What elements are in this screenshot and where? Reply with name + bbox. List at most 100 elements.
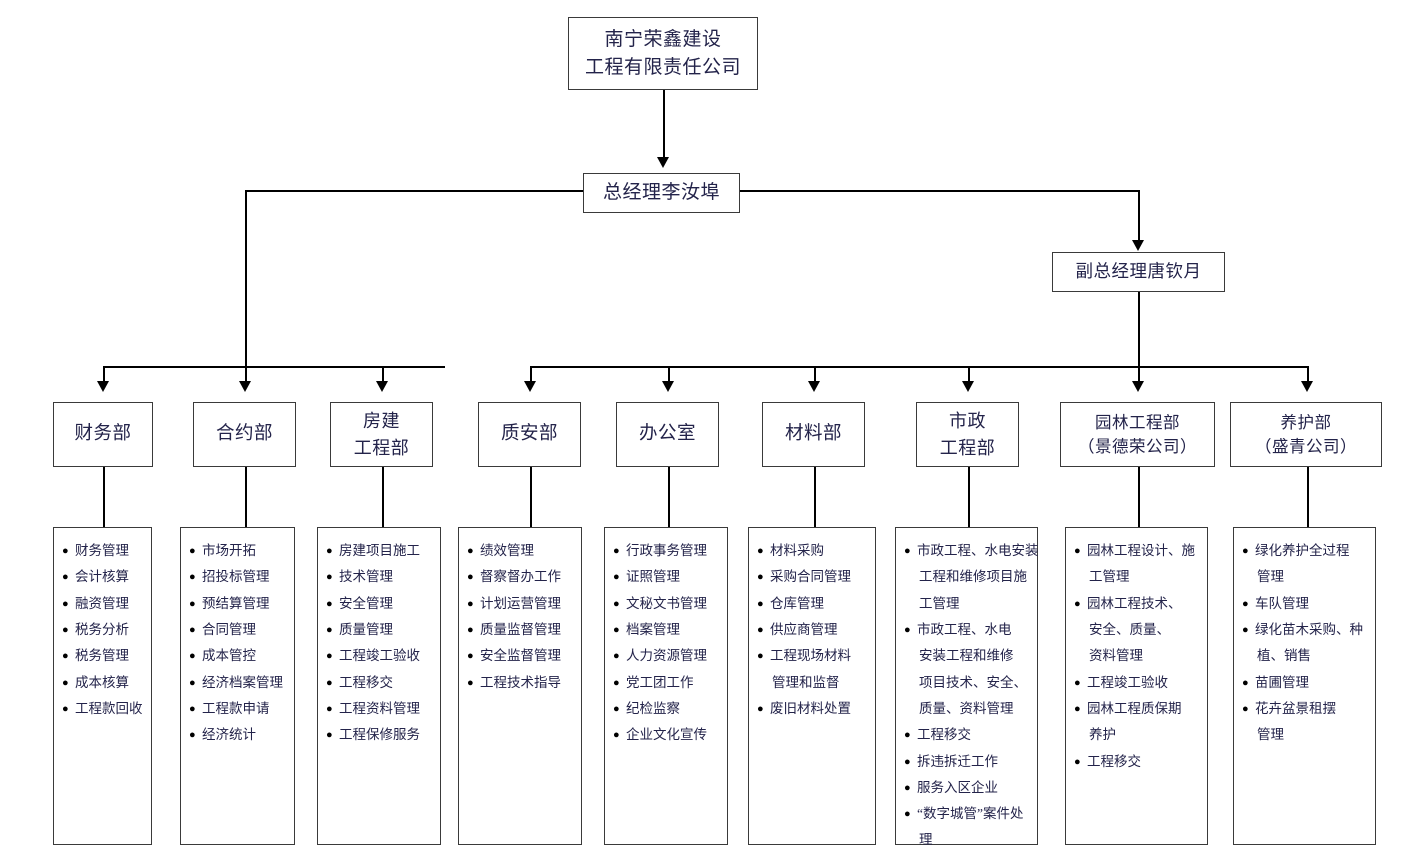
duty-item: 企业文化宣传 bbox=[613, 722, 721, 749]
duty-box-maintenance[interactable]: 绿化养护全过程管理车队管理绿化苗木采购、种植、销售苗圃管理花卉盆景租摆管理 bbox=[1233, 527, 1376, 845]
duty-box-quality-safety[interactable]: 绩效管理督察督办工作计划运营管理质量监督管理安全监督管理工程技术指导 bbox=[458, 527, 582, 845]
duty-line: 证照管理 bbox=[626, 569, 680, 585]
duty-line: 质量监督管理 bbox=[480, 621, 561, 637]
duty-item: 计划运营管理 bbox=[467, 591, 575, 618]
duty-item: 苗圃管理 bbox=[1242, 670, 1369, 697]
duty-box-landscape-engineering[interactable]: 园林工程设计、施工管理园林工程技术、安全、质量、资料管理工程竣工验收园林工程质保… bbox=[1065, 527, 1208, 845]
duty-line: 工程移交 bbox=[917, 727, 971, 743]
duty-line: 管理和监督 bbox=[772, 674, 840, 690]
duty-box-municipal-engineering[interactable]: 市政工程、水电安装工程和维修项目施工管理市政工程、水电安装工程和维修项目技术、安… bbox=[895, 527, 1039, 847]
duty-line: 园林工程质保期 bbox=[1087, 700, 1182, 716]
company-root-box[interactable]: 南宁荣鑫建设 工程有限责任公司 bbox=[568, 17, 758, 90]
dept-box-maintenance[interactable]: 养护部 （盛青公司） bbox=[1230, 402, 1382, 467]
duty-line: 税务管理 bbox=[75, 648, 129, 664]
duty-item: 经济统计 bbox=[189, 722, 288, 749]
arrow-root-to-gm bbox=[657, 157, 669, 168]
duty-line: 养护 bbox=[1089, 727, 1116, 743]
dept-label-landscape-line-2: （景德荣公司） bbox=[1078, 436, 1197, 456]
duty-item: 成本核算 bbox=[62, 670, 145, 697]
duty-line: 市政工程、水电安装 bbox=[917, 543, 1039, 558]
connector-vgm-down bbox=[1138, 292, 1140, 367]
duty-item: 绩效管理 bbox=[467, 538, 575, 565]
duty-line: 计划运营管理 bbox=[480, 595, 561, 611]
duty-item: 采购合同管理 bbox=[757, 564, 869, 591]
arrow-drop-landscape bbox=[1132, 381, 1144, 392]
connector-gm-down-left bbox=[245, 190, 247, 367]
duty-line: 工管理 bbox=[1089, 569, 1130, 585]
duty-line: 财务管理 bbox=[75, 543, 129, 558]
duty-line: 安全管理 bbox=[339, 595, 393, 611]
arrow-drop-quality bbox=[524, 381, 536, 392]
duty-box-finance[interactable]: 财务管理会计核算融资管理税务分析税务管理成本核算工程款回收 bbox=[53, 527, 152, 845]
duty-box-contract[interactable]: 市场开拓招投标管理预结算管理合同管理成本管控经济档案管理工程款申请经济统计 bbox=[180, 527, 295, 845]
duty-line: 质量、资料管理 bbox=[919, 700, 1014, 716]
connector-contract-to-duties bbox=[245, 467, 247, 527]
duty-item: 税务管理 bbox=[62, 643, 145, 670]
duty-line: 绿化养护全过程 bbox=[1255, 543, 1350, 558]
duty-line: 预结算管理 bbox=[202, 595, 270, 611]
duty-line: 园林工程技术、 bbox=[1087, 595, 1182, 611]
duty-item: 合同管理 bbox=[189, 617, 288, 644]
duty-line: 税务分析 bbox=[75, 621, 129, 637]
dept-label-maintenance-line-1: 养护部 bbox=[1280, 412, 1332, 432]
general-manager-box[interactable]: 总经理李汝埠 bbox=[583, 173, 740, 213]
duty-line: 植、销售 bbox=[1257, 648, 1311, 664]
arrow-drop-municipal bbox=[962, 381, 974, 392]
duty-item: 工程技术指导 bbox=[467, 670, 575, 697]
dept-box-materials[interactable]: 材料部 bbox=[762, 402, 865, 467]
duty-item: 预结算管理 bbox=[189, 591, 288, 618]
duty-line: 废旧材料处置 bbox=[770, 700, 851, 716]
dept-box-quality-safety[interactable]: 质安部 bbox=[478, 402, 581, 467]
duty-line: 工程款回收 bbox=[75, 700, 143, 716]
connector-drop-municipal bbox=[968, 366, 970, 388]
duty-item: 拆违拆迁工作 bbox=[904, 749, 1031, 776]
duty-box-office[interactable]: 行政事务管理证照管理文秘文书管理档案管理人力资源管理党工团工作纪检监察企业文化宣… bbox=[604, 527, 728, 845]
duty-line: 工程资料管理 bbox=[339, 700, 420, 716]
duty-item: 融资管理 bbox=[62, 591, 145, 618]
duty-line: 经济档案管理 bbox=[202, 674, 283, 690]
duty-item: 绿化苗木采购、种植、销售 bbox=[1242, 617, 1369, 670]
company-root-line-1: 南宁荣鑫建设 bbox=[604, 28, 722, 50]
duty-item: 安全管理 bbox=[326, 591, 434, 618]
duty-item: 仓库管理 bbox=[757, 591, 869, 618]
connector-gm-right-spine bbox=[740, 190, 1140, 192]
duty-line: 仓库管理 bbox=[770, 595, 824, 611]
duty-box-building-engineering[interactable]: 房建项目施工技术管理安全管理质量管理工程竣工验收工程移交工程资料管理工程保修服务 bbox=[317, 527, 441, 845]
connector-root-to-gm bbox=[663, 90, 665, 162]
general-manager-label: 总经理李汝埠 bbox=[584, 179, 739, 207]
duty-item: 安全监督管理 bbox=[467, 643, 575, 670]
dept-box-finance[interactable]: 财务部 bbox=[53, 402, 153, 467]
duty-line: “数字城管”案件处 bbox=[917, 806, 1024, 822]
duty-line: 管理 bbox=[1257, 569, 1284, 585]
dept-label-contract: 合约部 bbox=[215, 424, 273, 445]
duty-item: 招投标管理 bbox=[189, 564, 288, 591]
duty-box-materials[interactable]: 材料采购采购合同管理仓库管理供应商管理工程现场材料管理和监督废旧材料处置 bbox=[748, 527, 876, 845]
duty-item: 工程竣工验收 bbox=[1074, 670, 1201, 697]
connector-dept-bar-right bbox=[530, 366, 1308, 368]
duty-line: 材料采购 bbox=[770, 543, 824, 558]
duty-line: 工程和维修项目施 bbox=[919, 569, 1027, 585]
vice-general-manager-box[interactable]: 副总经理唐钦月 bbox=[1052, 252, 1225, 292]
connector-gm-left-spine bbox=[245, 190, 664, 192]
duty-item: 纪检监察 bbox=[613, 696, 721, 723]
dept-box-landscape-engineering[interactable]: 园林工程部 （景德荣公司） bbox=[1060, 402, 1215, 467]
duty-line: 融资管理 bbox=[75, 595, 129, 611]
connector-finance-to-duties bbox=[103, 467, 105, 527]
company-root-label: 南宁荣鑫建设 工程有限责任公司 bbox=[569, 26, 757, 81]
dept-box-building-engineering[interactable]: 房建 工程部 bbox=[330, 402, 433, 467]
duty-item: 供应商管理 bbox=[757, 617, 869, 644]
dept-box-office[interactable]: 办公室 bbox=[616, 402, 719, 467]
connector-landscape-to-duties bbox=[1138, 467, 1140, 527]
duty-line: 企业文化宣传 bbox=[626, 727, 707, 743]
dept-box-municipal-engineering[interactable]: 市政 工程部 bbox=[916, 402, 1019, 467]
connector-dept-bar-left bbox=[103, 366, 445, 368]
dept-box-contract[interactable]: 合约部 bbox=[193, 402, 296, 467]
dept-label-maintenance-line-2: （盛青公司） bbox=[1255, 436, 1357, 456]
duty-item: 会计核算 bbox=[62, 564, 145, 591]
duty-item: 工程资料管理 bbox=[326, 696, 434, 723]
